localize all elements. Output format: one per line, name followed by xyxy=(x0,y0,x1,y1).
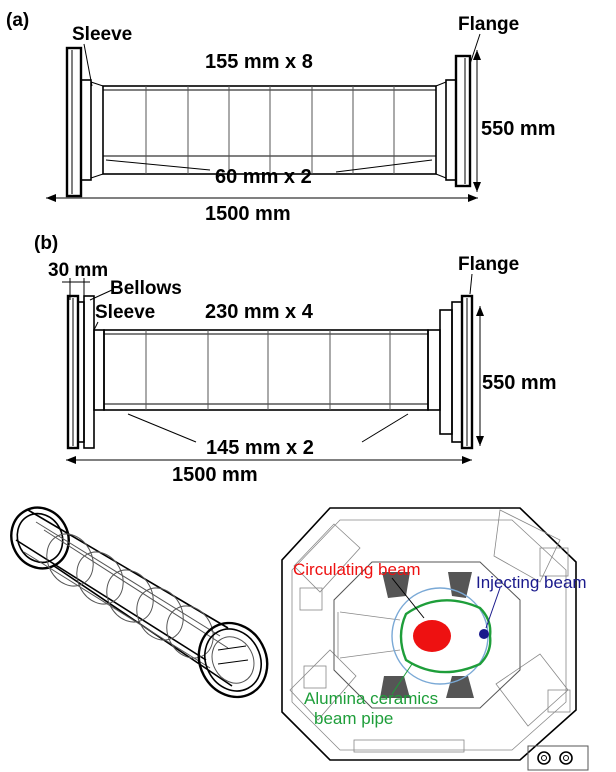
injecting-beam-label: Injecting beam xyxy=(476,573,587,592)
flange-leader xyxy=(469,33,481,65)
panel-a-height-label: 550 mm xyxy=(481,118,556,140)
magnet-cross-section: Circulating beam Injecting beam Alumina … xyxy=(281,507,589,771)
panel-a-left-flange xyxy=(65,46,104,198)
circulating-beam-spot xyxy=(413,620,451,652)
ends-leader-left xyxy=(105,159,211,171)
panel-a-sleeve-label: Sleeve xyxy=(72,24,132,45)
injecting-leader xyxy=(485,587,501,629)
panel-a-ends-label: 60 mm x 2 xyxy=(215,166,312,188)
panel-a-pipe-body xyxy=(102,85,437,175)
panel-b-bellows-label: Bellows xyxy=(110,278,182,299)
pipe-3d-view xyxy=(10,506,269,699)
panel-b-right-flange xyxy=(427,294,474,450)
panel-b-ends-label: 145 mm x 2 xyxy=(206,437,314,459)
panel-b-ends-leader-right xyxy=(361,413,409,443)
panel-b-gap-label: 30 mm xyxy=(48,260,108,281)
panel-b-height-label: 550 mm xyxy=(482,372,557,394)
bottom-right-bolts xyxy=(527,745,589,771)
panel-b-flange-leader xyxy=(469,273,473,295)
panel-b-height-dimension xyxy=(476,306,484,446)
panel-b: (b) 30 mm Bellows Sleeve Flange 230 mm x… xyxy=(34,233,557,486)
panel-b-length-label: 1500 mm xyxy=(172,464,258,486)
panel-b-left-flange xyxy=(66,294,105,450)
circulating-beam-label: Circulating beam xyxy=(293,560,421,579)
ceramic-pipe-label-line1: Alumina ceramics xyxy=(304,689,438,708)
panel-a-length-dimension xyxy=(46,194,478,202)
panel-b-length-dimension xyxy=(66,456,472,464)
circulating-leader xyxy=(391,577,425,619)
ceramic-pipe-outline xyxy=(399,599,492,674)
panel-a-right-flange xyxy=(435,54,472,188)
panel-a-flange-label: Flange xyxy=(458,14,519,35)
sleeve-leader xyxy=(83,43,93,87)
panel-b-flange-label: Flange xyxy=(458,254,519,275)
panel-b-ends-leader-left xyxy=(127,413,197,443)
panel-a-length-label: 1500 mm xyxy=(205,203,291,225)
panel-a-tag: (a) xyxy=(6,10,29,31)
panel-a-segments-label: 155 mm x 8 xyxy=(205,51,313,73)
panel-a: (a) Sleeve Flange 155 mm x 8 xyxy=(6,10,556,225)
ends-leader-right xyxy=(335,159,433,173)
panel-b-pipe-body xyxy=(103,329,429,411)
panel-a-height-dimension xyxy=(473,50,481,192)
injecting-beam-spot xyxy=(479,629,489,639)
panel-b-tag: (b) xyxy=(34,233,58,254)
panel-b-sleeve-label: Sleeve xyxy=(95,302,155,323)
ceramic-pipe-label-line2: beam pipe xyxy=(314,709,393,728)
pipe-leader xyxy=(391,663,413,695)
panel-b-segments-label: 230 mm x 4 xyxy=(205,301,314,323)
